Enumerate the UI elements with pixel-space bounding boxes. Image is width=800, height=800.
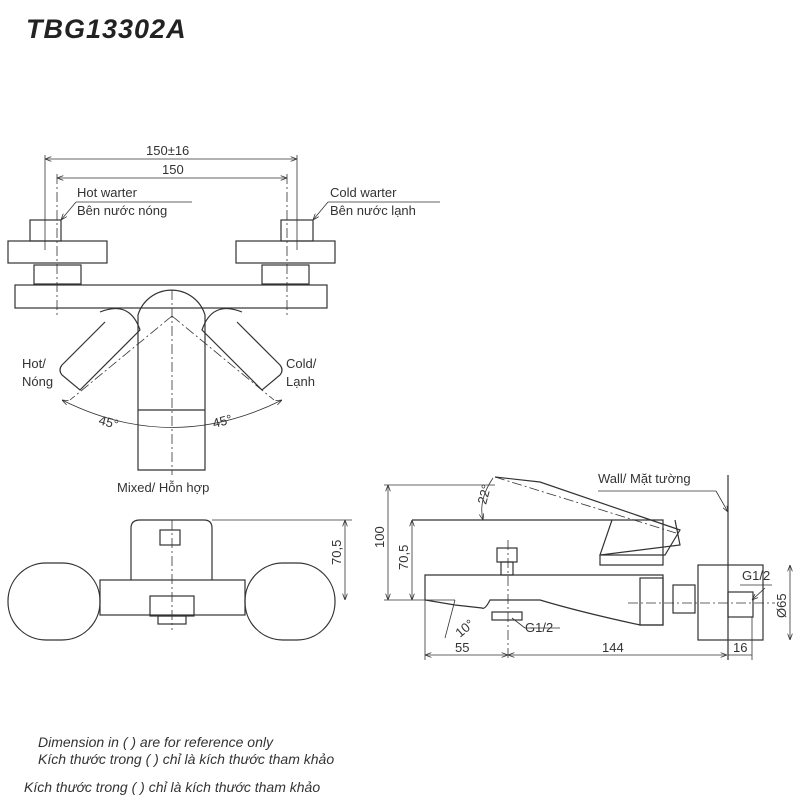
dim-outer-label: 150±16 bbox=[146, 143, 189, 158]
angle-left-label: 45° bbox=[97, 412, 120, 432]
cold-position-vi: Lạnh bbox=[286, 374, 315, 389]
note-en: Dimension in ( ) are for reference only bbox=[38, 734, 273, 750]
note-vi-repeat: Kích thước trong ( ) chỉ là kích thước t… bbox=[24, 779, 321, 795]
hot-water-label-en: Hot warter bbox=[77, 185, 138, 200]
wall-label: Wall/ Mặt tường bbox=[598, 471, 691, 486]
top-view: 150±16 150 Hot warter Bên nước nóng Cold… bbox=[7, 143, 440, 495]
cold-position-en: Cold/ bbox=[286, 356, 317, 371]
dim-body: 144 bbox=[602, 640, 624, 655]
dim-wall: 16 bbox=[733, 640, 747, 655]
body-height-dim: 70,5 bbox=[396, 545, 411, 570]
diameter-label: Ø65 bbox=[774, 593, 789, 618]
angle-right-label: 45° bbox=[211, 411, 234, 431]
inlet-thread-label: G1/2 bbox=[742, 568, 770, 583]
front-height-dim: 70,5 bbox=[329, 540, 344, 565]
hot-water-label-vi: Bên nước nóng bbox=[77, 203, 167, 218]
front-view: 70,5 bbox=[7, 519, 352, 641]
hot-position-vi: Nóng bbox=[22, 374, 53, 389]
cold-water-label-vi: Bên nước lạnh bbox=[330, 203, 416, 218]
total-height-dim: 100 bbox=[372, 526, 387, 548]
hot-position-en: Hot/ bbox=[22, 356, 46, 371]
note-vi: Kích thước trong ( ) chỉ là kích thước t… bbox=[38, 751, 335, 767]
dim-inner-label: 150 bbox=[162, 162, 184, 177]
dim-spout: 55 bbox=[455, 640, 469, 655]
spout-angle-label: 10° bbox=[452, 616, 477, 640]
cold-water-label-en: Cold warter bbox=[330, 185, 397, 200]
outlet-thread-label: G1/2 bbox=[525, 620, 553, 635]
model-title: TBG13302A bbox=[26, 14, 187, 44]
lever-angle-label: 22° bbox=[474, 483, 494, 506]
side-view: 100 70,5 22° G1/2 10° Wall/ Mặt tư bbox=[372, 471, 790, 660]
mixed-position-label: Mixed/ Hỗn hợp bbox=[117, 480, 209, 495]
